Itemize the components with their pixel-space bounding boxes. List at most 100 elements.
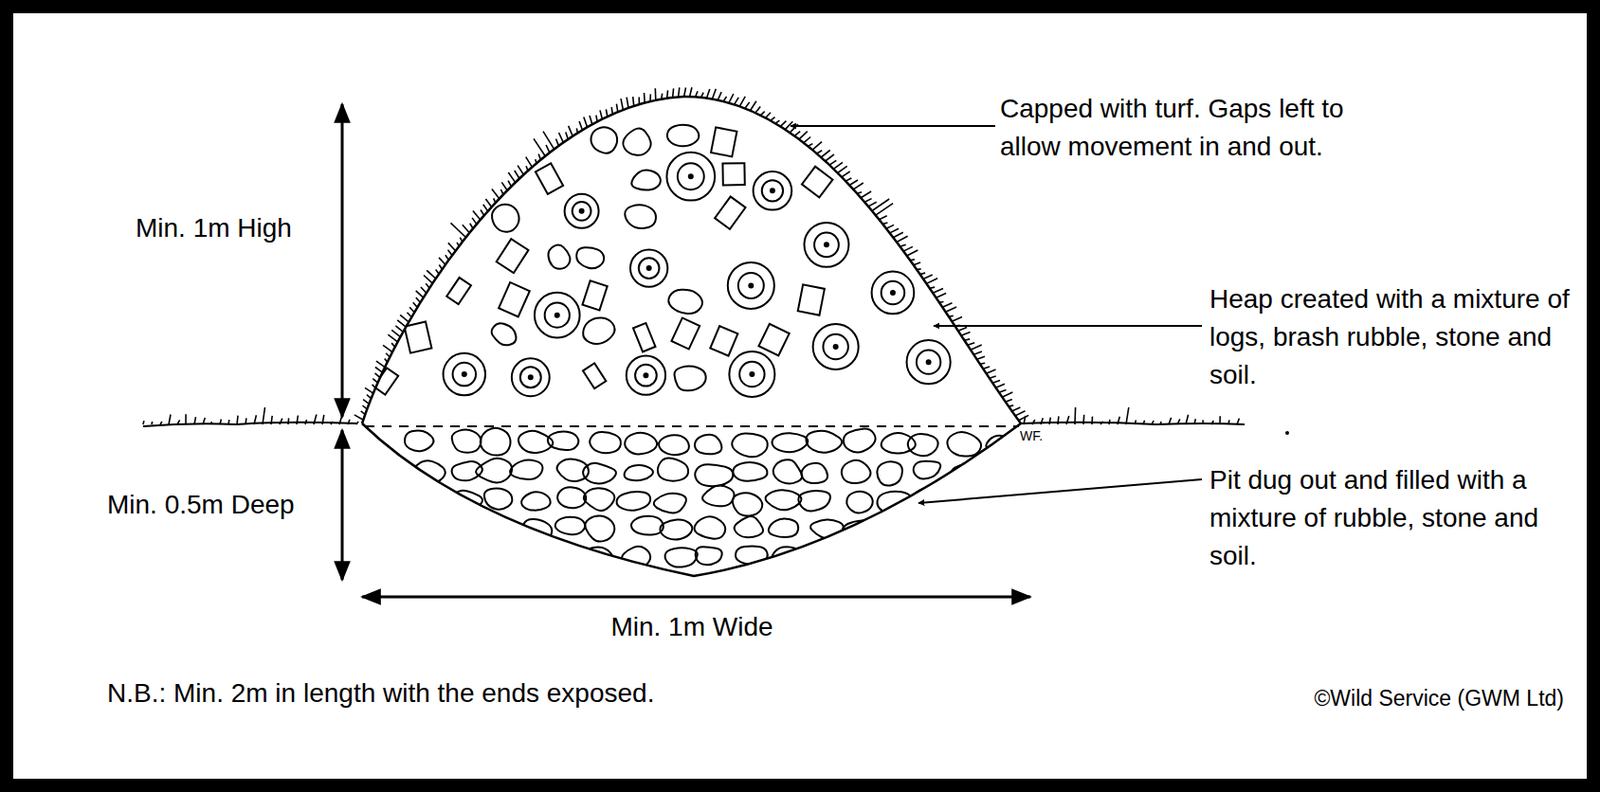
- log-end: [907, 340, 951, 384]
- log-end: [753, 171, 793, 211]
- pit-fill: [404, 428, 1022, 575]
- callout-text: Capped with turf. Gaps left to allow mov…: [1000, 90, 1399, 166]
- rubble: [373, 367, 399, 395]
- log-end: [666, 152, 715, 201]
- stone: [624, 465, 654, 481]
- stone: [985, 436, 1014, 454]
- log-end: [813, 324, 859, 370]
- leader-line: [918, 479, 1202, 504]
- leader-line: [790, 125, 996, 128]
- stone: [913, 545, 948, 566]
- log-end: [872, 272, 915, 315]
- rubble: [498, 282, 530, 317]
- log-core: [462, 372, 467, 377]
- stone: [802, 549, 836, 571]
- stone: [412, 488, 439, 510]
- log-end: [626, 356, 666, 396]
- log-ring: [739, 362, 764, 387]
- stone: [491, 323, 517, 346]
- log-ring: [638, 257, 660, 279]
- stone: [731, 434, 768, 458]
- stone: [843, 429, 876, 454]
- log-end: [727, 262, 775, 310]
- note-text: ©Wild Service (GWM Ltd): [1313, 679, 1564, 718]
- stone: [589, 432, 621, 454]
- log-ring: [881, 281, 906, 306]
- stone: [734, 516, 764, 538]
- stone: [547, 432, 580, 452]
- log-ring: [762, 180, 783, 201]
- stone: [695, 546, 723, 565]
- stone: [624, 433, 657, 455]
- height-dimension: [341, 104, 345, 418]
- stone: [911, 487, 949, 509]
- stone: [582, 463, 617, 485]
- stone: [798, 490, 831, 511]
- log-core: [555, 313, 560, 318]
- rubble: [535, 163, 564, 194]
- stone: [668, 290, 703, 314]
- stone: [452, 429, 482, 453]
- stone: [475, 458, 512, 484]
- stone: [658, 435, 690, 455]
- stone: [772, 433, 809, 453]
- log-ring: [572, 201, 592, 221]
- heap-fill: [373, 125, 950, 398]
- stone: [547, 245, 570, 270]
- stone: [955, 522, 984, 539]
- stone: [732, 462, 767, 482]
- stone: [580, 546, 614, 571]
- stone: [908, 434, 939, 456]
- stone: [622, 127, 651, 155]
- log-ring: [916, 349, 941, 374]
- ground-level-dash: [364, 425, 1019, 428]
- dimension-label: Min. 1m Wide: [610, 608, 773, 647]
- stone: [521, 491, 551, 510]
- rubble: [446, 277, 472, 305]
- stone: [846, 491, 873, 514]
- grass-blades: [354, 87, 1029, 421]
- stone: [732, 492, 763, 516]
- stone: [624, 204, 656, 229]
- stone: [446, 543, 481, 566]
- rubble: [714, 196, 746, 229]
- stray-dot: [1285, 431, 1290, 436]
- log-core: [749, 372, 754, 377]
- stone: [557, 487, 586, 509]
- stone: [665, 547, 698, 567]
- stone: [512, 545, 548, 570]
- log-ring: [453, 363, 476, 386]
- ground-grass: [143, 407, 1239, 425]
- stone: [480, 428, 511, 456]
- ground-line: [143, 422, 1245, 427]
- stone: [451, 490, 483, 514]
- log-ring: [677, 163, 705, 190]
- log-end: [534, 292, 581, 339]
- depth-dimension: [341, 430, 345, 581]
- stone: [702, 485, 734, 507]
- log-core: [748, 283, 753, 288]
- log-core: [643, 373, 648, 378]
- stone: [491, 204, 520, 233]
- stone: [694, 435, 722, 455]
- log-core: [834, 345, 838, 349]
- callout-text: Pit dug out and filled with a mixture of…: [1209, 461, 1589, 576]
- stone: [771, 546, 802, 570]
- stone: [576, 247, 604, 269]
- stone: [411, 460, 446, 484]
- log-end: [630, 249, 668, 287]
- stone: [773, 459, 803, 484]
- pit-outline: [362, 423, 1021, 577]
- log-end: [728, 351, 775, 398]
- stone: [654, 493, 687, 514]
- log-core: [528, 375, 533, 380]
- callout-text: Heap created with a mixture of logs, bra…: [1209, 280, 1589, 395]
- stone: [841, 460, 872, 484]
- log-ring: [738, 272, 764, 299]
- stone: [485, 520, 519, 545]
- stone: [557, 544, 582, 565]
- log-ring: [814, 232, 839, 257]
- log-ring: [545, 303, 570, 328]
- heap-outline: [362, 96, 1021, 424]
